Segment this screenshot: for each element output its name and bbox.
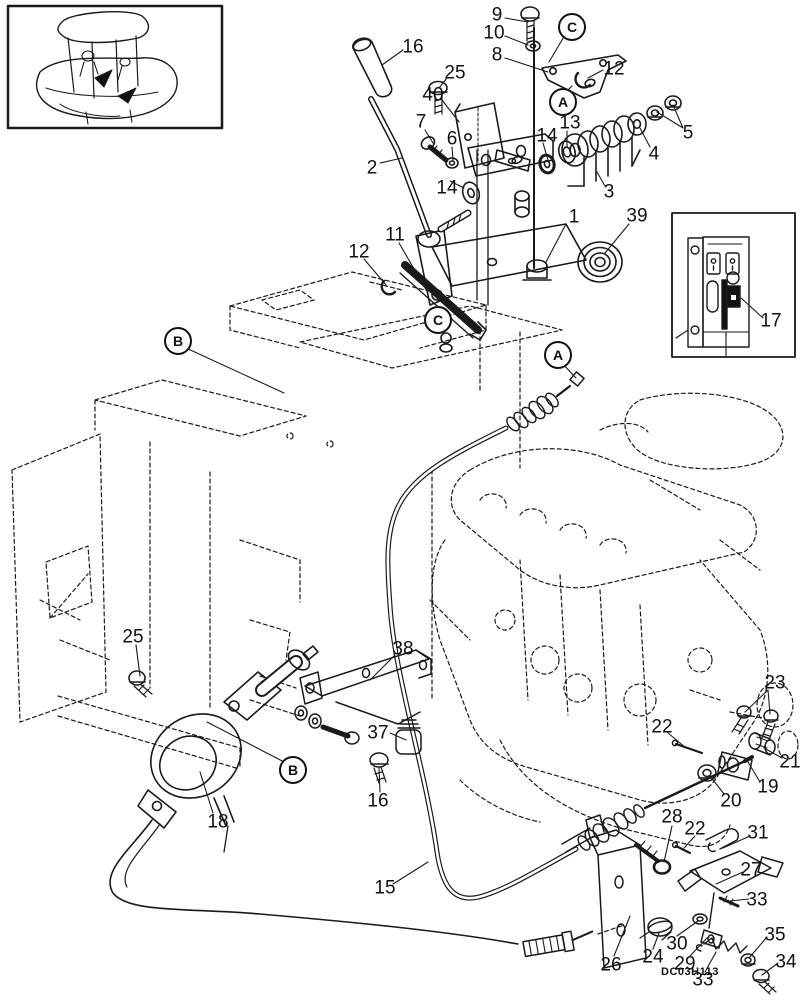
lever-stop-bracket — [541, 54, 627, 99]
throttle-actuator — [128, 645, 319, 853]
pump-link-cluster — [671, 705, 779, 782]
drawing-code: DC03H113 — [661, 966, 719, 978]
control-lever-assembly — [352, 6, 682, 353]
control-panel-inset — [671, 212, 796, 358]
lever-bracket-flange — [467, 133, 554, 177]
throttle-cable — [385, 371, 754, 901]
lower-linkage-cluster — [561, 814, 784, 995]
frame-outline — [11, 271, 563, 769]
leader-lines — [135, 17, 783, 976]
support-bracket — [294, 649, 432, 745]
lever-grip — [352, 37, 393, 98]
engine-outline — [429, 392, 799, 935]
actuator-cable — [109, 819, 594, 958]
machine-location-inset — [6, 4, 224, 130]
cable-clamp — [369, 719, 422, 784]
